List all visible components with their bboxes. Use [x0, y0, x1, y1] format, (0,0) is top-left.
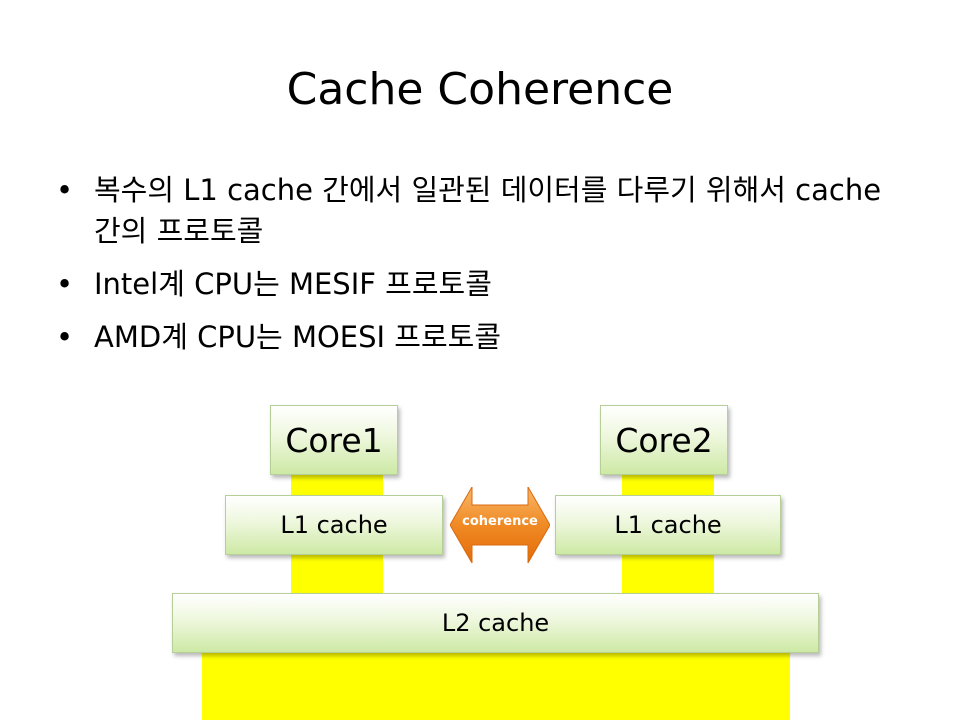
coherence-arrow-icon — [450, 487, 550, 563]
slide-title: Cache Coherence — [286, 64, 674, 115]
l1-cache-right-label: L1 cache — [614, 511, 722, 539]
core2-label: Core2 — [615, 420, 713, 460]
bullet-icon: • — [56, 320, 74, 354]
l1-cache-left-label: L1 cache — [280, 511, 388, 539]
l2-base — [202, 648, 790, 720]
bullet-item: • 복수의 L1 cache 간에서 일관된 데이터를 다루기 위해서 cach… — [56, 170, 886, 252]
bullet-text: AMD계 CPU는 MOESI 프로토콜 — [94, 320, 502, 354]
coherence-label: coherence — [462, 514, 538, 529]
l2-cache: L2 cache — [172, 593, 819, 653]
bullet-list: • 복수의 L1 cache 간에서 일관된 데이터를 다루기 위해서 cach… — [56, 170, 886, 370]
bullet-item: • AMD계 CPU는 MOESI 프로토콜 — [56, 317, 886, 358]
l1-cache-left: L1 cache — [225, 495, 443, 555]
bullet-item: • Intel계 CPU는 MESIF 프로토콜 — [56, 264, 886, 305]
bullet-text: 복수의 L1 cache 간에서 일관된 데이터를 다루기 위해서 cache간… — [94, 173, 882, 248]
l1-cache-right: L1 cache — [555, 495, 781, 555]
core1-box: Core1 — [270, 405, 398, 475]
core1-label: Core1 — [285, 420, 383, 460]
core2-box: Core2 — [600, 405, 728, 475]
bullet-icon: • — [56, 267, 74, 301]
l2-cache-label: L2 cache — [441, 609, 550, 637]
bullet-text: Intel계 CPU는 MESIF 프로토콜 — [94, 267, 492, 301]
bullet-icon: • — [56, 173, 74, 207]
